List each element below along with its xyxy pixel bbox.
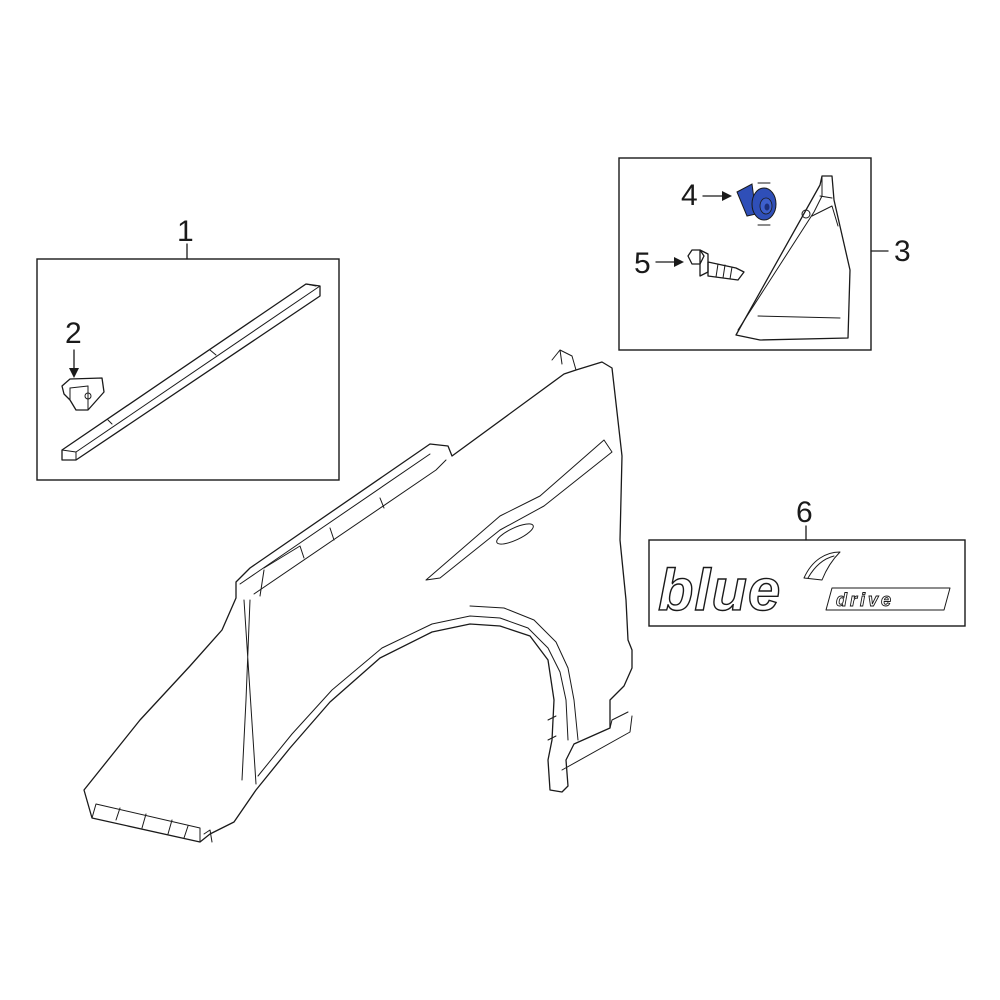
- garnish-box: [618, 157, 872, 351]
- emblem-part[interactable]: blue drive: [657, 551, 951, 624]
- molding-strip[interactable]: [61, 283, 321, 461]
- callout-2[interactable]: 2: [65, 317, 82, 350]
- garnish-group: 3 4 5: [618, 157, 911, 351]
- fender-outline: [83, 361, 633, 843]
- callout-6[interactable]: 6: [796, 496, 813, 529]
- clip-part[interactable]: [61, 377, 105, 411]
- garnish-triangle[interactable]: [735, 175, 851, 341]
- bolt-part[interactable]: [687, 249, 745, 281]
- callout-5[interactable]: 5: [634, 247, 651, 280]
- fender-panel: [83, 349, 633, 843]
- callout-4[interactable]: 4: [681, 179, 698, 212]
- emblem-box: [648, 539, 966, 627]
- molding-group: 1 2: [36, 215, 340, 481]
- callout-3[interactable]: 3: [894, 235, 911, 268]
- push-clip-part[interactable]: [736, 182, 777, 226]
- callout-1[interactable]: 1: [177, 215, 194, 248]
- callout-2-arrowhead: [69, 368, 79, 378]
- callout-4-arrowhead: [722, 191, 732, 201]
- molding-box: [36, 258, 340, 481]
- emblem-word-main: blue: [658, 558, 781, 623]
- emblem-group: 6 blue drive: [648, 496, 966, 627]
- callout-5-arrowhead: [674, 257, 684, 267]
- emblem-word-sub: drive: [836, 590, 894, 610]
